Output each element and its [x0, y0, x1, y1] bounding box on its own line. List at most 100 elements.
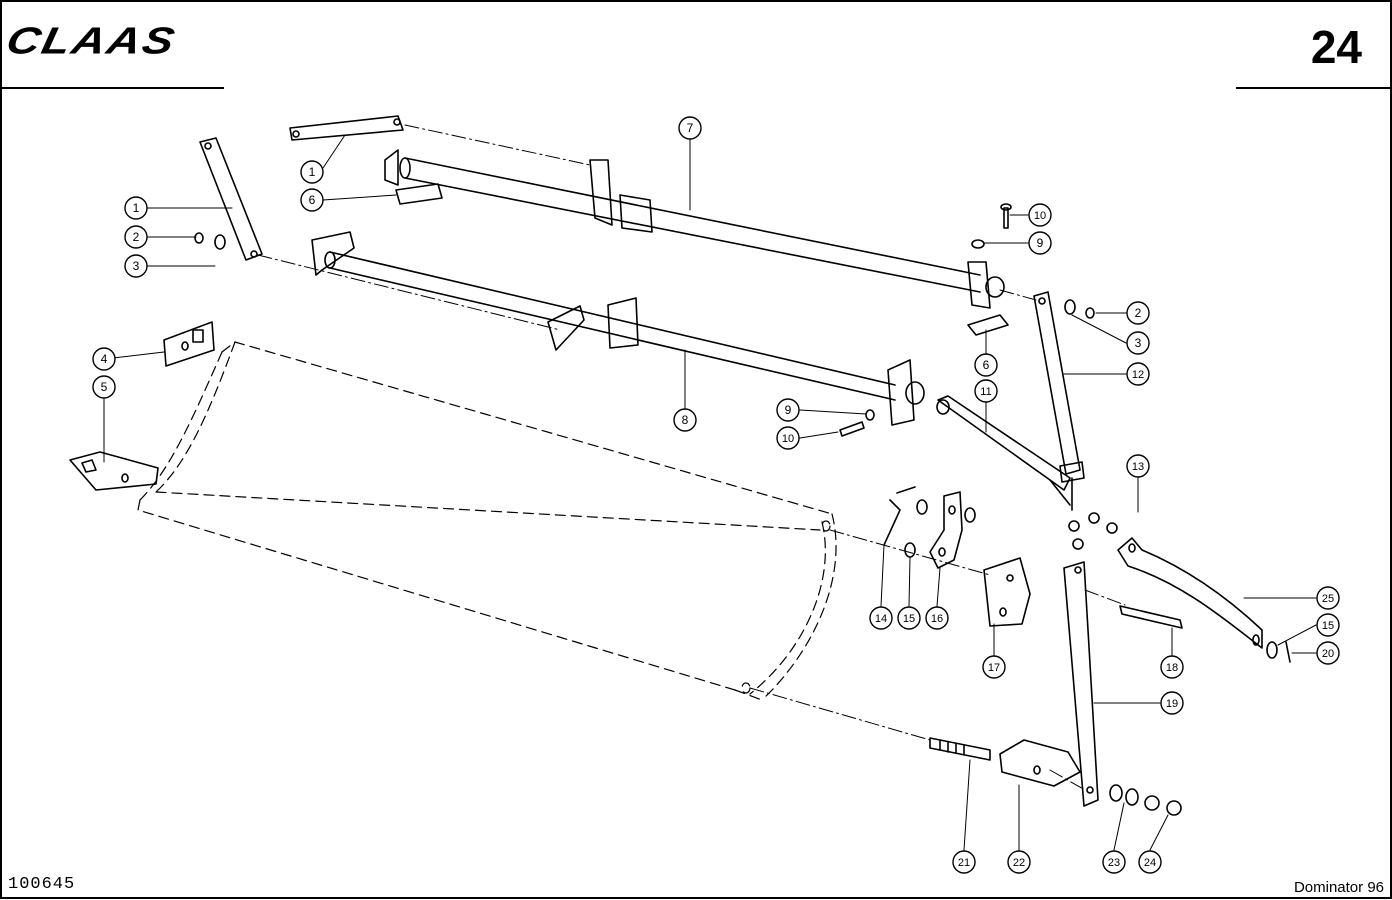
nut-24-b	[1166, 800, 1182, 816]
washer-3	[214, 234, 226, 250]
callout-22: 22	[1007, 850, 1031, 874]
callout-label: 17	[988, 662, 1000, 674]
callout-9: 9	[1028, 231, 1052, 255]
page-number: 24	[1310, 21, 1362, 73]
callout-circle	[897, 606, 921, 630]
callout-label: 5	[101, 380, 108, 394]
callout-label: 7	[687, 121, 694, 135]
callout-label: 12	[1132, 369, 1144, 381]
callout-circle	[1126, 301, 1150, 325]
callout-label: 22	[1013, 857, 1025, 869]
callout-circle	[124, 225, 148, 249]
washer-23-a	[1109, 784, 1123, 802]
callout-20: 20	[1316, 641, 1340, 665]
assembly-lines	[257, 124, 1126, 791]
callout-11: 11	[974, 379, 998, 403]
upper-shaft-7	[384, 149, 1005, 309]
plate-6-right	[967, 314, 1009, 336]
callout-13: 13	[1126, 454, 1150, 478]
callout-9: 9	[776, 398, 800, 422]
callout-label: 14	[875, 613, 887, 625]
pin-18	[1119, 605, 1183, 629]
callout-3: 3	[124, 254, 148, 278]
strap-12	[1033, 291, 1085, 511]
callout-6: 6	[300, 188, 324, 212]
nut-24-a	[1144, 795, 1160, 811]
callout-circle	[982, 655, 1006, 679]
callout-12: 12	[1126, 362, 1150, 386]
callout-circle	[1316, 641, 1340, 665]
callout-circle	[1126, 454, 1150, 478]
washer-15-a	[916, 499, 928, 515]
callout-circle	[673, 408, 697, 432]
plate-17	[983, 557, 1031, 627]
callout-circle	[974, 353, 998, 377]
callout-label: 2	[133, 230, 140, 244]
lower-shaft-8	[311, 231, 925, 426]
callout-circle	[869, 606, 893, 630]
callout-circle	[776, 426, 800, 450]
callout-circle	[1160, 691, 1184, 715]
strap-11	[936, 395, 1071, 506]
arm-25	[1117, 537, 1263, 649]
callout-label: 25	[1322, 593, 1334, 605]
callout-circle	[1007, 850, 1031, 874]
callout-15: 15	[897, 606, 921, 630]
callout-circle	[925, 606, 949, 630]
callout-14: 14	[869, 606, 893, 630]
callout-4: 4	[92, 347, 116, 371]
callout-label: 9	[1037, 236, 1044, 250]
callout-label: 19	[1166, 698, 1178, 710]
washer-15-right	[1266, 641, 1278, 659]
piece-14	[883, 486, 916, 546]
callout-circle	[776, 398, 800, 422]
callout-circle	[1126, 331, 1150, 355]
bolt-head	[1000, 203, 1012, 211]
callout-label: 1	[133, 201, 140, 215]
callout-leaders	[103, 134, 1317, 851]
callout-label: 3	[1135, 336, 1142, 350]
callout-circle	[300, 188, 324, 212]
callout-15: 15	[1316, 613, 1340, 637]
callout-17: 17	[982, 655, 1006, 679]
strap-1-top	[289, 115, 404, 141]
nuts-13	[1068, 512, 1118, 550]
callout-circle	[124, 254, 148, 278]
callout-label: 24	[1144, 857, 1156, 869]
callout-label: 23	[1108, 857, 1120, 869]
callout-label: 13	[1132, 461, 1144, 473]
callout-label: 10	[1034, 210, 1046, 222]
callout-circle	[1102, 850, 1126, 874]
callout-24: 24	[1138, 850, 1162, 874]
callout-label: 9	[785, 403, 792, 417]
callout-circle	[952, 850, 976, 874]
callout-label: 15	[903, 613, 915, 625]
callout-circle	[974, 379, 998, 403]
callout-circle	[300, 160, 324, 184]
model-name: Dominator 96	[1293, 879, 1384, 896]
callout-21: 21	[952, 850, 976, 874]
callout-3: 3	[1126, 331, 1150, 355]
chute-outline	[137, 341, 837, 701]
callout-2: 2	[1126, 301, 1150, 325]
callout-circle	[1160, 655, 1184, 679]
stud-21	[929, 737, 991, 761]
callout-circle	[1316, 586, 1340, 610]
strap-19	[1063, 561, 1099, 807]
callout-6: 6	[974, 353, 998, 377]
bolt-10-top	[1003, 207, 1009, 229]
callout-1: 1	[124, 196, 148, 220]
callout-1: 1	[300, 160, 324, 184]
callout-label: 18	[1166, 662, 1178, 674]
callout-5: 5	[92, 375, 116, 399]
plate-6-top	[395, 183, 443, 205]
callout-label: 21	[958, 857, 970, 869]
callout-label: 2	[1135, 306, 1142, 320]
callout-circle	[92, 347, 116, 371]
washer-9-top	[971, 239, 985, 249]
callout-25: 25	[1316, 586, 1340, 610]
